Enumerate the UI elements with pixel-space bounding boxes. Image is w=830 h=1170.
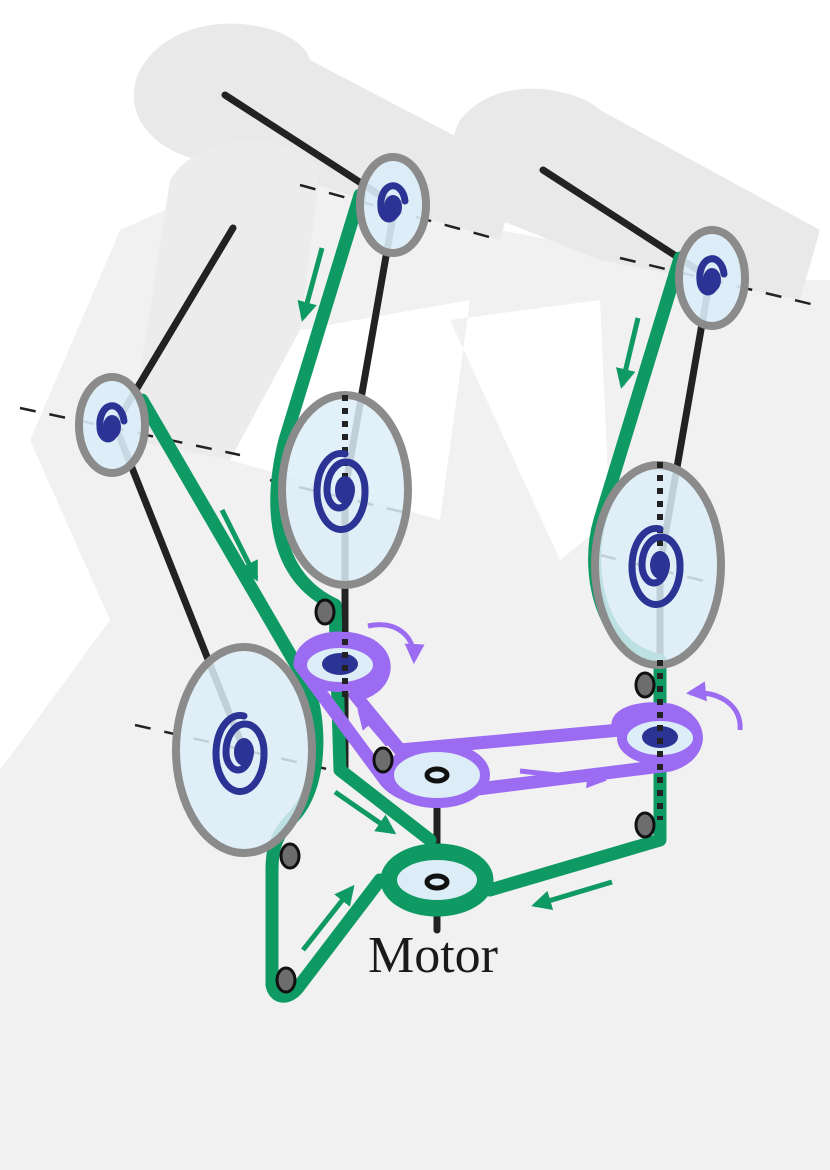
inner-finger-shadow: [130, 141, 320, 460]
hub-diff-left: [322, 653, 358, 675]
hub-left-middle: [335, 476, 355, 504]
pulley-hubs: [322, 653, 678, 748]
hub-outer-base: [234, 738, 254, 766]
arrow-p-rot-right: [686, 681, 743, 731]
green-arrows: [219, 247, 641, 952]
idler-4: [279, 842, 301, 870]
ring-motor: [424, 873, 450, 891]
hub-diff-right: [642, 726, 678, 748]
motor-pulley: [387, 850, 487, 910]
arrow-p-rot-left: [367, 622, 425, 664]
hub-right-tip: [703, 268, 721, 292]
idler-5: [275, 966, 297, 994]
motor-label: Motor: [368, 927, 498, 984]
idler-1: [314, 598, 336, 626]
idler-6: [372, 746, 394, 774]
spring-hubs: [103, 195, 721, 766]
idler-3: [634, 811, 656, 839]
arrow-p2: [519, 768, 607, 789]
arrow-g1: [297, 247, 325, 322]
idler-2: [634, 671, 656, 699]
hub-right-middle: [650, 551, 670, 579]
purple-arrows: [357, 622, 743, 789]
arrow-g3: [219, 508, 259, 582]
arrow-g2: [615, 317, 641, 389]
hub-left-tip: [384, 195, 402, 219]
diff-pulley-center: [384, 742, 490, 808]
arrow-p1: [357, 708, 390, 747]
idler-rollers: [275, 598, 656, 994]
ring-diff-center: [424, 766, 450, 784]
dotted-shafts: [342, 395, 663, 820]
shaft-rings: [424, 766, 450, 891]
arrow-g4: [333, 789, 397, 835]
hub-outer-upper: [103, 415, 121, 439]
arrow-g6: [531, 879, 613, 911]
axis-left-upper: [19, 406, 241, 457]
arrow-g5: [301, 884, 355, 952]
